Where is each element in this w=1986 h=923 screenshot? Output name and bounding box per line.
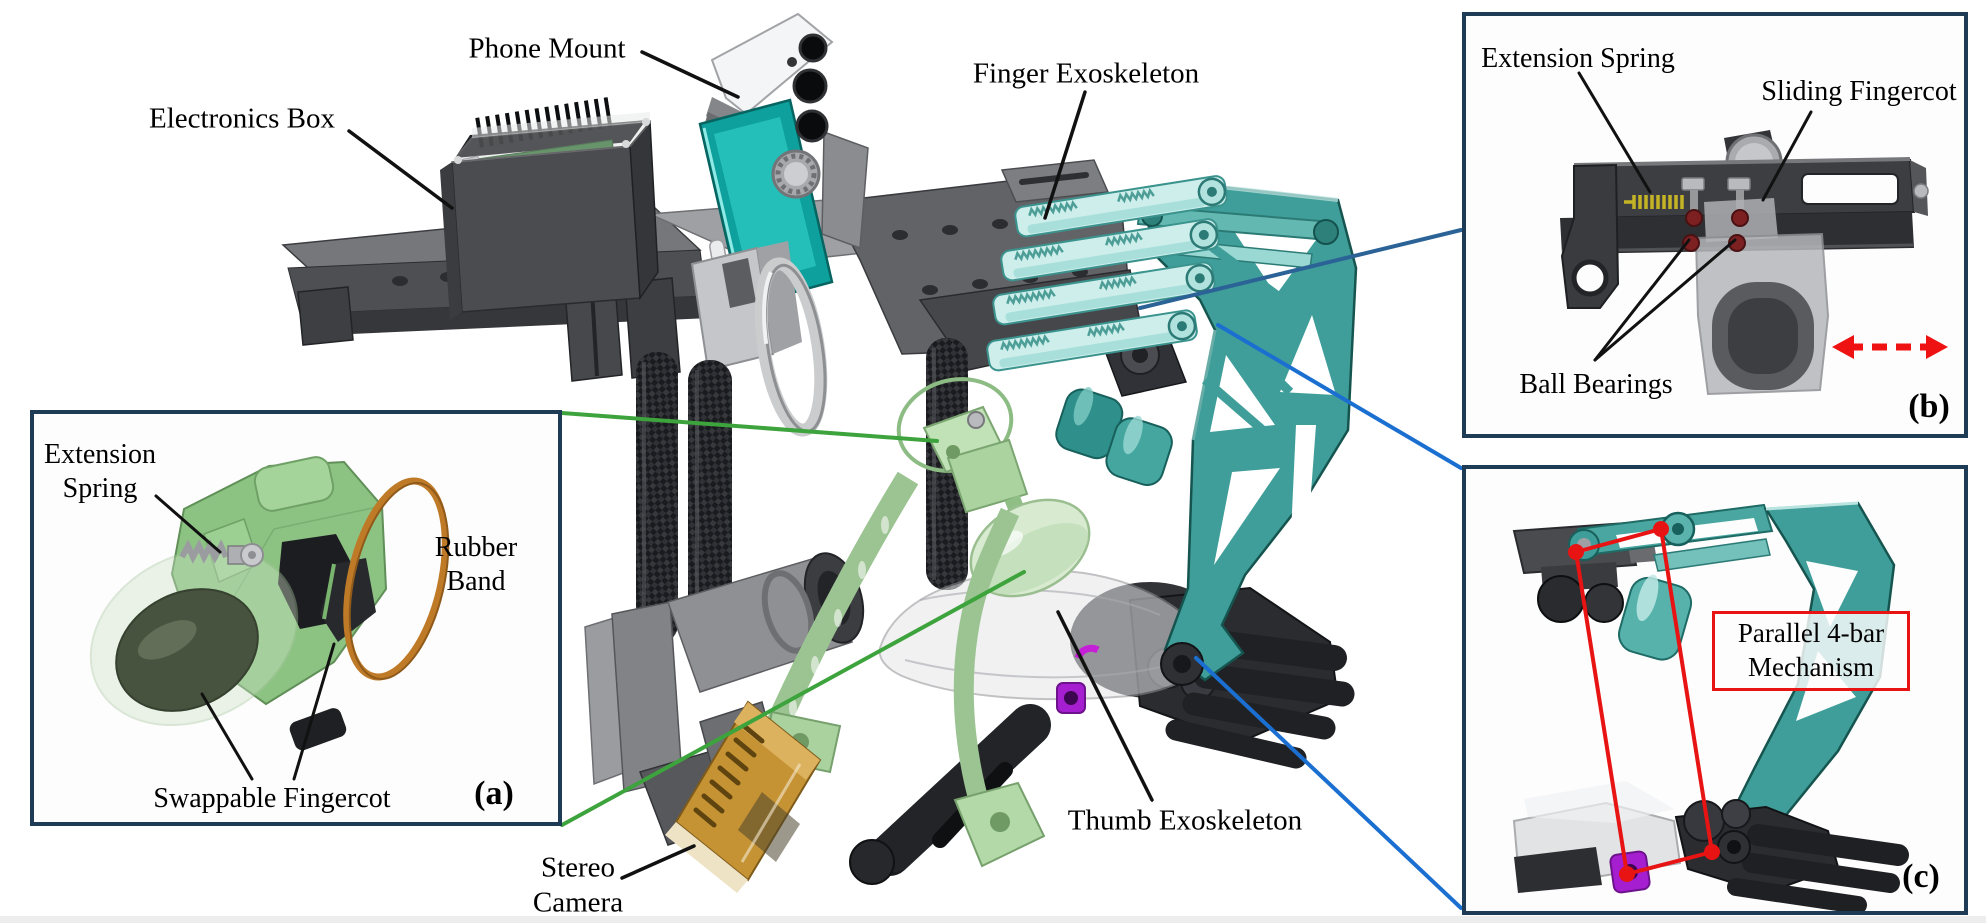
inset-a-render [89, 456, 450, 781]
electronics-box-label: Electronics Box [148, 102, 336, 135]
inset-b-sliding-fingercot-detail: Extension Spring Sliding Fingercot Ball … [1462, 12, 1968, 438]
finger-module-render [986, 175, 1296, 486]
parallel-mechanism-callout-box: Parallel 4-bar Mechanism [1712, 611, 1910, 691]
rubber-band-label: Rubber Band [435, 531, 517, 599]
inset-b-render [1560, 71, 1948, 396]
inset-c-callout-line [1194, 656, 1463, 910]
rubber-band-label-line2: Band [446, 566, 506, 597]
swappable-fingercot-label: Swappable Fingercot [153, 783, 391, 815]
shell-seam [904, 659, 1171, 679]
hand-fingers-render [1727, 824, 1909, 911]
stereo-camera-label-line2: Camera [532, 887, 624, 919]
parallel-mechanism-label-line2: Mechanism [1748, 652, 1874, 682]
extension-spring-render-b [1624, 195, 1684, 209]
electronics-box-render [440, 97, 659, 320]
phone-mount-leader [640, 50, 740, 99]
finger-exoskeleton-label: Finger Exoskeleton [972, 57, 1200, 90]
extension-spring-label-a-line1: Extension [44, 438, 156, 470]
fingertip-cylinders-render [1055, 387, 1173, 486]
thumb-exoskeleton-render [760, 377, 1091, 868]
phone-mount-label: Phone Mount [468, 32, 626, 65]
extension-spring-label-b: Extension Spring [1481, 43, 1675, 75]
robotic-thumb-render [849, 704, 1051, 885]
inset-b-leader-lines [1577, 71, 1813, 362]
inset-a-leader-lines [154, 494, 336, 781]
thumb-exoskeleton-leader [1056, 610, 1154, 802]
inset-c-callout-line [1216, 323, 1463, 470]
thumb-exoskeleton-label: Thumb Exoskeleton [1067, 804, 1303, 837]
inset-c-parallel-mechanism-detail: Parallel 4-bar Mechanism (c) [1462, 465, 1968, 915]
leader-lines [347, 50, 1463, 910]
stereo-camera-label: Stereo Camera [533, 851, 623, 922]
panel-letter-a: (a) [474, 775, 514, 812]
rubber-band-label-line1: Rubber [434, 531, 518, 563]
parallel-4bar-overlay [1568, 521, 1720, 882]
purple-mount-render [1056, 644, 1100, 714]
inset-a-fingertip-detail: Extension Spring Rubber Band Swappable F… [30, 410, 562, 826]
panel-letter-b: (b) [1908, 388, 1950, 425]
extension-spring-label-a: Extension Spring [44, 438, 156, 506]
swappable-fingercot-render [115, 588, 259, 712]
extension-spring-label-a-line2: Spring [62, 473, 138, 504]
stereo-camera-render [665, 700, 822, 893]
panel-letter-c: (c) [1902, 858, 1940, 895]
phone-camera-lens [798, 33, 828, 63]
phone-camera-lens [795, 109, 829, 143]
parallel-mechanism-label-line1: Parallel 4-bar [1737, 618, 1885, 649]
finger-exoskeleton-frame-render [1136, 183, 1358, 686]
ball-bearings-render [1682, 209, 1749, 252]
page-edge [0, 916, 1986, 923]
sliding-fingercot-label: Sliding Fingercot [1761, 76, 1957, 108]
finger-exoskeleton-leader [1043, 90, 1087, 220]
inset-a-callout-line [560, 411, 939, 443]
sliding-motion-arrow [1832, 335, 1948, 359]
electronics-box-leader [347, 129, 454, 210]
inset-a-callout-line [560, 570, 1026, 827]
ball-bearings-label: Ball Bearings [1519, 369, 1673, 401]
stereo-camera-label-line1: Stereo [540, 851, 616, 884]
phone-camera-lens [792, 68, 828, 104]
inset-b-callout-line [1138, 228, 1463, 310]
stereo-camera-leader [620, 844, 696, 880]
phone-mount-render [690, 12, 869, 372]
